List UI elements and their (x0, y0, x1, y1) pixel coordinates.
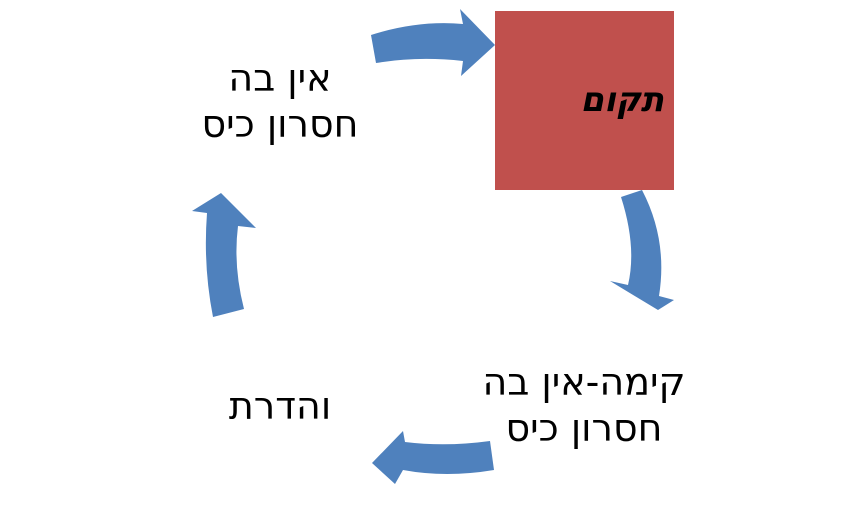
node-label: קימה-אין בה חסרון כיס (482, 360, 686, 450)
node-tokum: תקום (495, 11, 674, 190)
curved-arrow-left-icon (372, 431, 494, 484)
curved-arrow-right-icon (371, 9, 495, 76)
node-ein-ba-chesron-kis: אין בה חסרון כיס (190, 32, 370, 172)
node-label: והדרת (228, 384, 332, 429)
node-label: תקום (580, 80, 664, 121)
node-kima: קימה-אין בה חסרון כיס (480, 338, 688, 474)
node-vehadarta: והדרת (190, 372, 370, 442)
curved-arrow-up-icon (192, 193, 256, 317)
node-label: אין בה חסרון כיס (201, 56, 359, 146)
curved-arrow-down-icon (610, 190, 674, 310)
